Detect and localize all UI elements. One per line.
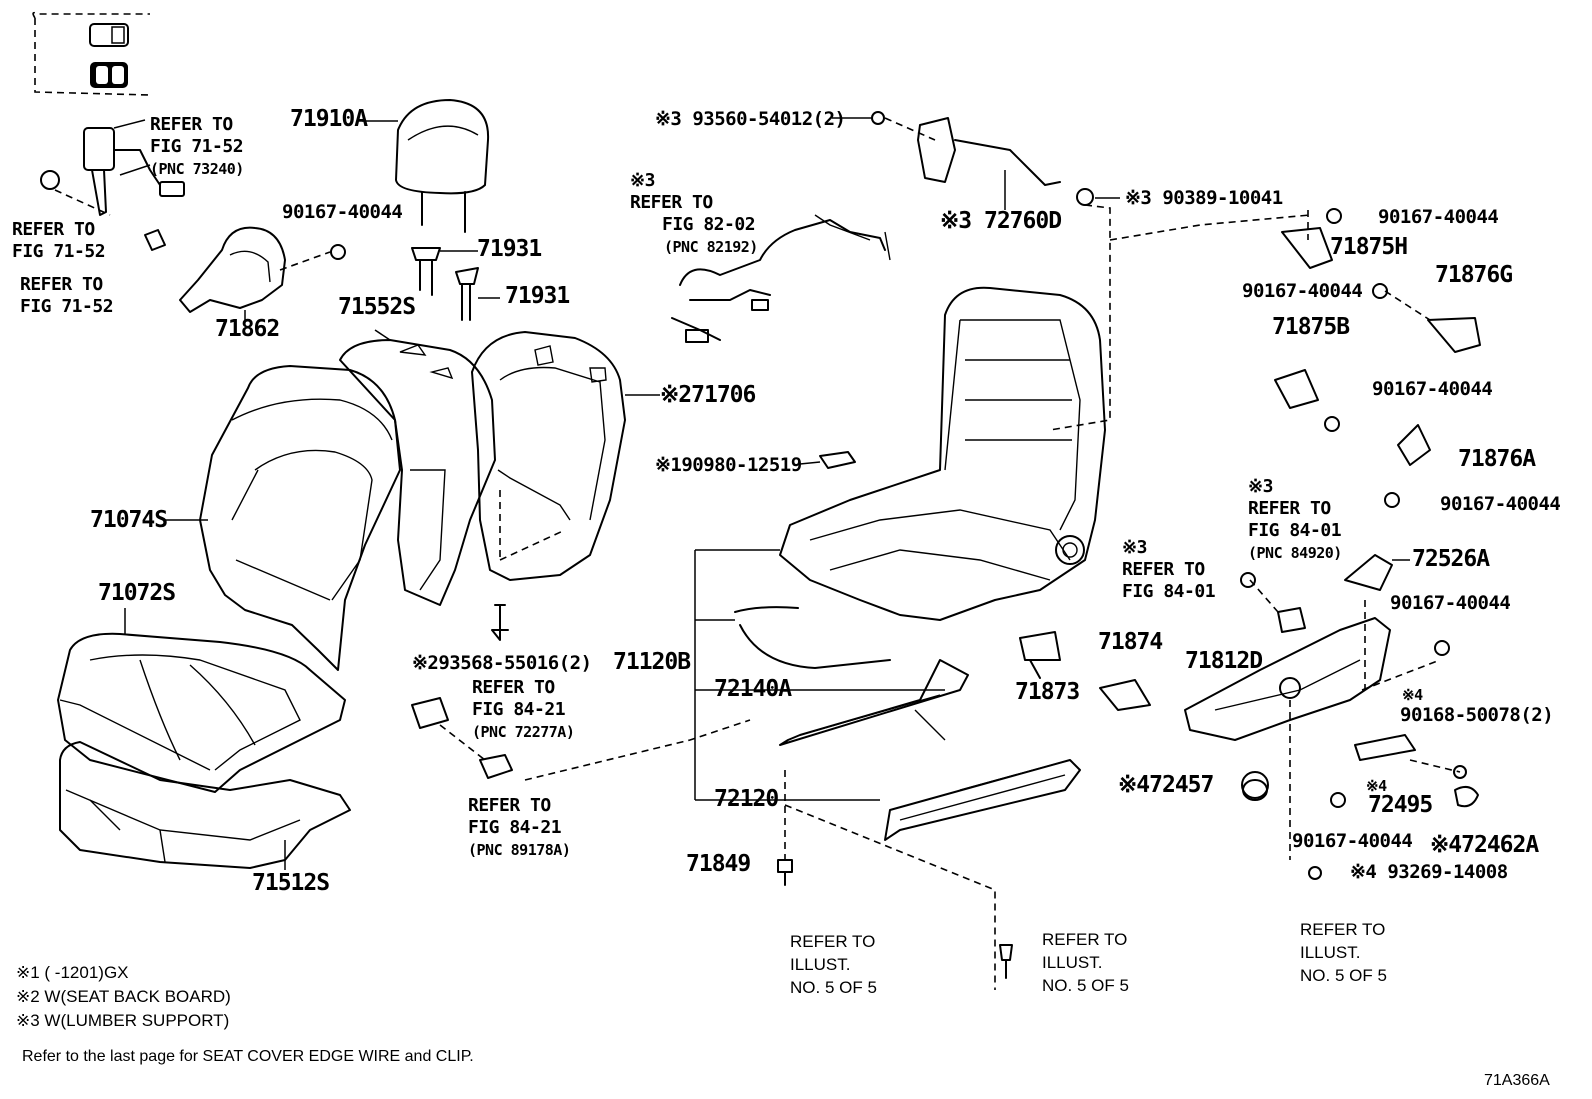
label-71120b: 71120B	[613, 649, 691, 675]
seatbelt-buckle-icon	[40, 119, 185, 251]
footer-note: Refer to the last page for SEAT COVER ED…	[22, 1048, 474, 1065]
connector-icon	[799, 451, 856, 469]
label-71876g: 71876G	[1435, 262, 1513, 288]
label-71876a: 71876A	[1458, 446, 1536, 472]
label-72526a: 72526A	[1412, 546, 1490, 572]
label-72462a: ※472462A	[1430, 832, 1539, 858]
label-90167-40044-r6: 90167-40044	[1440, 493, 1561, 515]
seatbelt-anchor-clip-icon	[411, 697, 513, 779]
label-72457: ※472457	[1118, 772, 1214, 798]
label-71874: 71874	[1098, 629, 1163, 655]
label-71849: 71849	[686, 851, 751, 877]
recliner-cover-icon	[1274, 208, 1481, 508]
label-71812d: 71812D	[1185, 648, 1263, 674]
label-71862: 71862	[215, 316, 280, 342]
label-mark4-90168: ※4	[1402, 686, 1423, 704]
seat-cushion-pad-icon	[59, 741, 351, 870]
seat-frame-icon	[779, 214, 1311, 621]
label-90167-40044-r3: 90167-40044	[1378, 206, 1499, 228]
label-71512s: 71512S	[252, 870, 330, 896]
bracket-icon	[1019, 631, 1151, 711]
label-71072s: 71072S	[98, 580, 176, 606]
seat-cushion-cover-icon	[57, 608, 346, 793]
lumbar-support-icon	[832, 111, 1120, 431]
label-71931-b: 71931	[505, 283, 570, 309]
diagram-id: 71A366A	[1484, 1072, 1550, 1089]
seat-side-shield-icon	[1184, 572, 1391, 860]
label-71875h: 71875H	[1330, 234, 1408, 260]
seat-track-icon	[524, 549, 1081, 990]
seat-locator-icon	[32, 11, 151, 96]
label-90167-40044-r2: 90167-40044	[1292, 830, 1413, 852]
seatback-shield-icon	[179, 226, 346, 322]
label-93560-54012: ※3 93560-54012(2)	[655, 108, 846, 130]
label-90167-40044-r4: 90167-40044	[1242, 280, 1363, 302]
seatback-pad-icon	[339, 329, 496, 606]
note-2: ※2 W(SEAT BACK BOARD)	[16, 987, 231, 1006]
trim-cover-icon	[1344, 554, 1410, 591]
label-71706: ※271706	[660, 382, 756, 408]
label-90167-40044-r5: 90167-40044	[1372, 378, 1493, 400]
label-71910a: 71910A	[290, 106, 368, 132]
label-90389-10041: ※3 90389-10041	[1125, 187, 1283, 209]
seatback-cover-icon	[165, 365, 401, 671]
label-93269-14008: ※4 93269-14008	[1350, 861, 1508, 883]
label-71931-a: 71931	[477, 236, 542, 262]
knob-icon	[1241, 640, 1479, 880]
label-72760d: ※3 72760D	[940, 208, 1062, 234]
label-72120: 72120	[714, 786, 779, 812]
headrest-icon	[362, 99, 490, 233]
label-90168-50078: 90168-50078(2)	[1400, 704, 1554, 726]
seatback-board-icon	[471, 331, 660, 641]
ref-fig-82-02: ※3 REFER TO FIG 82-02 (PNC 82192)	[630, 170, 758, 256]
label-71875b: 71875B	[1272, 314, 1350, 340]
label-90167-40044-topleft: 90167-40044	[282, 201, 403, 223]
label-71552s: 71552S	[338, 294, 416, 320]
label-72495: 72495	[1368, 792, 1433, 818]
lumbar-wire-harness-icon	[671, 214, 891, 343]
label-71873: 71873	[1015, 679, 1080, 705]
note-3: ※3 W(LUMBER SUPPORT)	[16, 1011, 230, 1030]
label-71074s: 71074S	[90, 507, 168, 533]
label-mark4-72495: ※4	[1366, 777, 1387, 795]
note-1: ※1 ( -1201)GX	[16, 963, 129, 982]
headrest-support-icon	[411, 247, 500, 321]
label-93568-55016: ※293568-55016(2)	[412, 652, 592, 674]
label-90167-40044-r1: 90167-40044	[1390, 592, 1511, 614]
label-72140a: 72140A	[714, 676, 792, 702]
label-90980-12519: ※190980-12519	[655, 454, 802, 476]
